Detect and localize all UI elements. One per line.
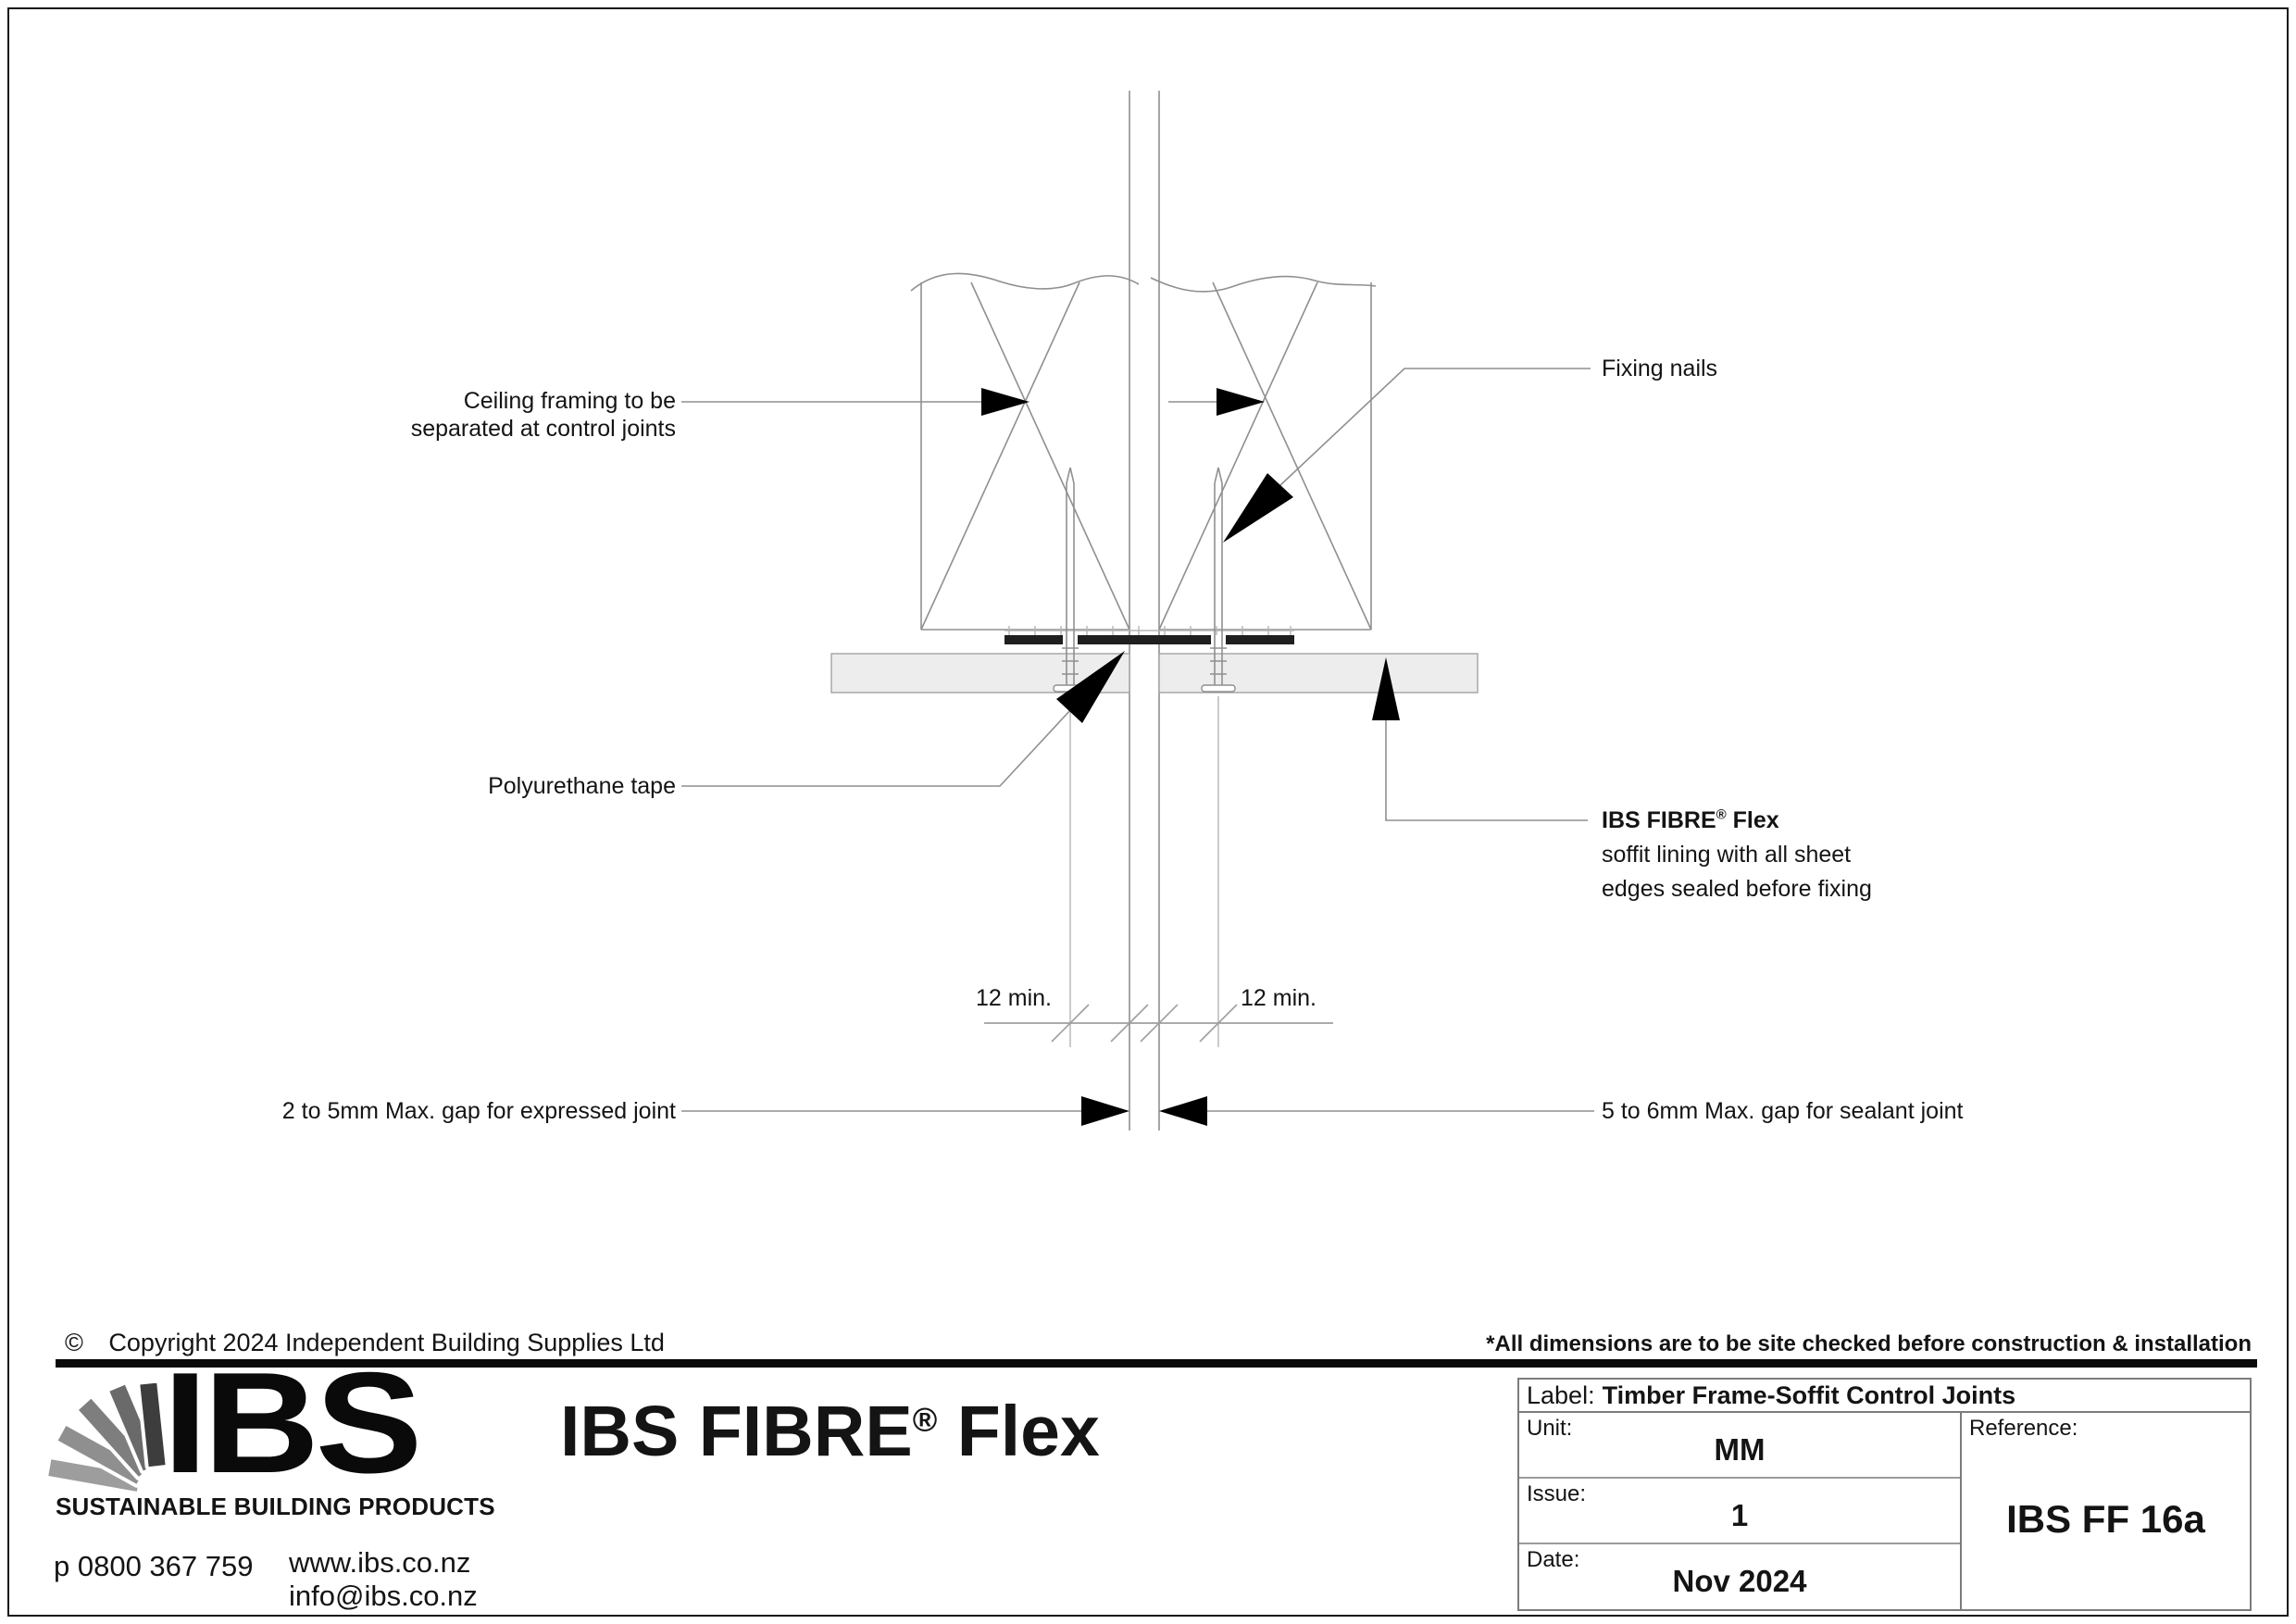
dim-tick xyxy=(1051,1004,1090,1043)
label-gap-expressed: 2 to 5mm Max. gap for expressed joint xyxy=(281,1098,676,1124)
reference-value: IBS FF 16a xyxy=(2006,1497,2205,1541)
copyright-icon: © xyxy=(65,1329,83,1356)
ibs-logo-word: IBS xyxy=(163,1343,422,1503)
label-ceiling-framing: Ceiling framing to be separated at contr… xyxy=(410,388,676,442)
product-title: IBS FIBRE® Flex xyxy=(560,1392,1100,1471)
leader-soffit-lining xyxy=(1372,657,1588,821)
framing-member-left xyxy=(910,272,1140,631)
label-soffit-lining: IBS FIBRE® Flex soffit lining with all s… xyxy=(1602,806,1872,902)
phone-number: p 0800 367 759 xyxy=(54,1550,254,1582)
label-fixing-nails: Fixing nails xyxy=(1602,356,1718,381)
ibs-logo-fan-icon xyxy=(44,1383,166,1493)
issue-key: Issue: xyxy=(1527,1481,1587,1506)
control-joint-gap-lines xyxy=(1129,91,1160,1131)
ibs-logo-tagline: SUSTAINABLE BUILDING PRODUCTS xyxy=(56,1493,495,1520)
arrow-soffit-lining-icon xyxy=(1372,657,1400,720)
copyright-line: © Copyright 2024 Independent Building Su… xyxy=(65,1329,665,1356)
issue-value: 1 xyxy=(1730,1497,1749,1532)
unit-value: MM xyxy=(1714,1431,1766,1467)
polyurethane-tape-strip xyxy=(1004,626,1294,644)
label-gap-sealant: 5 to 6mm Max. gap for sealant joint xyxy=(1602,1098,1964,1124)
fixing-nail-left xyxy=(1053,467,1088,693)
arrow-left-framing-icon xyxy=(981,388,1029,416)
arrow-polyurethane-tape-icon xyxy=(1056,651,1125,723)
soffit-board-right xyxy=(1158,653,1479,693)
dim-tick xyxy=(1140,1004,1179,1043)
leader-gap-expressed xyxy=(681,1096,1129,1126)
title-block-label-row: Label:Timber Frame-Soffit Control Joints xyxy=(1519,1380,2250,1413)
title-block-issue-row: Issue: 1 xyxy=(1519,1479,1960,1544)
disclaimer-note: *All dimensions are to be site checked b… xyxy=(1486,1331,2252,1356)
fixing-nail-right xyxy=(1201,467,1236,693)
leader-ceiling-framing xyxy=(681,388,1265,416)
label-key: Label: xyxy=(1527,1381,1595,1409)
title-block-reference-cell: Reference: IBS FF 16a xyxy=(1960,1413,2250,1609)
dim-label-left: 12 min. xyxy=(976,985,1052,1011)
framing-member-right xyxy=(1150,275,1377,631)
leader-polyurethane-tape xyxy=(681,651,1125,787)
break-line-left xyxy=(910,272,1140,292)
arrow-fixing-nails-icon xyxy=(1223,473,1293,543)
arrow-gap-left-icon xyxy=(1081,1096,1129,1126)
arrow-right-framing-icon xyxy=(1217,388,1265,416)
dim-label-right: 12 min. xyxy=(1241,985,1316,1011)
dim-tick xyxy=(1110,1004,1149,1043)
break-line-right xyxy=(1150,275,1377,293)
reference-key: Reference: xyxy=(1969,1416,2078,1441)
email-address: info@ibs.co.nz xyxy=(289,1580,478,1612)
website-url: www.ibs.co.nz xyxy=(289,1546,471,1579)
title-block-unit-row: Unit: MM xyxy=(1519,1413,1960,1479)
date-key: Date: xyxy=(1527,1547,1580,1572)
leader-gap-sealant xyxy=(1159,1096,1594,1126)
label-polyurethane-tape: Polyurethane tape xyxy=(488,773,676,799)
leader-fixing-nails xyxy=(1223,368,1591,543)
unit-key: Unit: xyxy=(1527,1416,1573,1441)
dim-tick xyxy=(1199,1004,1238,1043)
arrow-gap-right-icon xyxy=(1159,1096,1207,1126)
footer-divider xyxy=(56,1359,2257,1368)
dimension-lines xyxy=(984,696,1333,1047)
title-block: Label:Timber Frame-Soffit Control Joints… xyxy=(1517,1378,2252,1611)
label-value: Timber Frame-Soffit Control Joints xyxy=(1602,1381,2016,1409)
title-block-date-row: Date: Nov 2024 xyxy=(1519,1544,1960,1609)
date-value: Nov 2024 xyxy=(1672,1564,1807,1598)
